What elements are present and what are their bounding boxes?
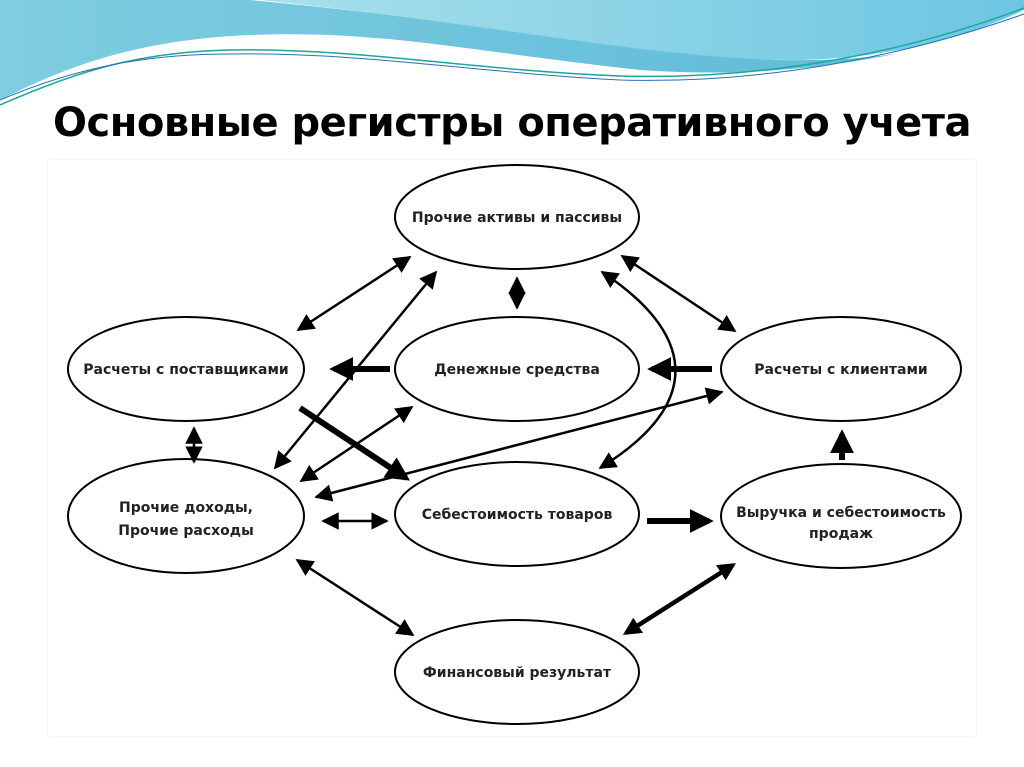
register-diagram: Прочие активы и пассивы Расчеты с постав… — [67, 164, 962, 725]
label-suppliers: Расчеты с поставщиками — [83, 362, 288, 378]
node-other-assets — [394, 164, 640, 270]
label-revenue-sales: продаж — [809, 526, 873, 542]
label-cash: Денежные средства — [434, 362, 600, 378]
label-other-assets: Прочие активы и пассивы — [412, 210, 622, 226]
label-clients: Расчеты с клиентами — [754, 362, 927, 378]
diagram-panel: Прочие активы и пассивы Расчеты с постав… — [48, 160, 976, 736]
label-other-income: Прочие доходы, — [119, 500, 253, 516]
node-clients — [720, 316, 962, 422]
label-revenue: Выручка и себестоимость — [736, 505, 946, 521]
arrow-assets-clients — [620, 254, 737, 333]
decorative-wave-header — [0, 0, 1024, 106]
thick-arrow-suppliers-cost — [298, 405, 411, 481]
arrow-suppliers-assets — [296, 255, 412, 332]
label-other-expenses: Прочие расходы — [118, 523, 254, 539]
node-other-income — [67, 458, 305, 574]
page-title: Основные регистры оперативного учета — [53, 100, 971, 146]
thick-arrow-revenue-result — [622, 563, 737, 635]
arrow-income-result — [295, 558, 415, 637]
label-result: Финансовый результат — [423, 665, 612, 681]
node-result — [394, 619, 640, 725]
label-cost: Себестоимость товаров — [422, 507, 613, 523]
node-revenue — [720, 463, 962, 569]
